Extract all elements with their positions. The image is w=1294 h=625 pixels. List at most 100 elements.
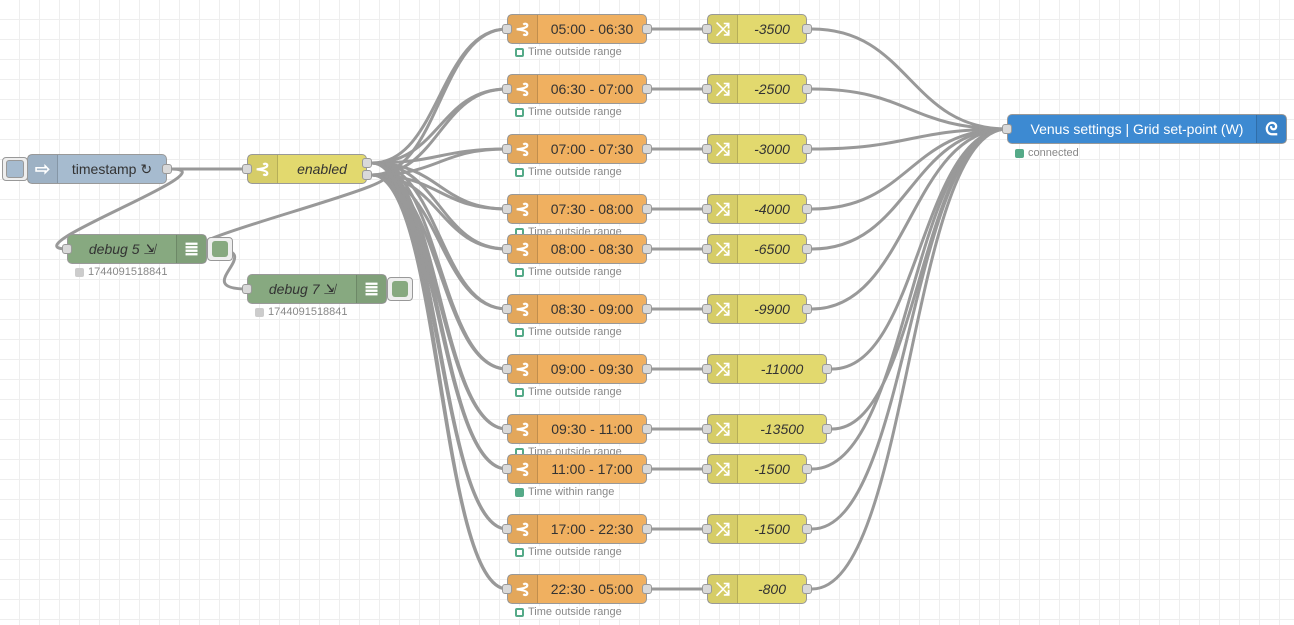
- time-switch-node[interactable]: ⊰ 11:00 - 17:00: [502, 454, 652, 484]
- input-port[interactable]: [702, 364, 712, 374]
- switch-icon: ⊰: [248, 155, 278, 183]
- change-node[interactable]: ⤨ -4000: [702, 194, 812, 224]
- output-port[interactable]: [822, 424, 832, 434]
- output-port[interactable]: [802, 24, 812, 34]
- wire[interactable]: [371, 27, 508, 165]
- switch-node-enabled[interactable]: ⊰ enabled: [242, 154, 372, 184]
- input-port[interactable]: [702, 84, 712, 94]
- change-node[interactable]: ⤨ -800: [702, 574, 812, 604]
- output-port[interactable]: [802, 204, 812, 214]
- input-port[interactable]: [702, 144, 712, 154]
- time-switch-node[interactable]: ⊰ 22:30 - 05:00: [502, 574, 652, 604]
- time-switch-node[interactable]: ⊰ 09:30 - 11:00: [502, 414, 652, 444]
- wire[interactable]: [811, 87, 1008, 131]
- input-port[interactable]: [502, 84, 512, 94]
- time-switch-node[interactable]: ⊰ 08:00 - 08:30: [502, 234, 652, 264]
- output-port[interactable]: [642, 524, 652, 534]
- input-port[interactable]: [502, 304, 512, 314]
- input-port[interactable]: [702, 304, 712, 314]
- input-port[interactable]: [702, 244, 712, 254]
- input-port[interactable]: [702, 524, 712, 534]
- output-port[interactable]: [642, 424, 652, 434]
- input-port[interactable]: [502, 424, 512, 434]
- wire[interactable]: [371, 27, 508, 177]
- shuffle-icon: ⤨: [708, 195, 738, 223]
- wire[interactable]: [811, 127, 1008, 211]
- wire[interactable]: [811, 127, 1008, 311]
- output-port-2[interactable]: [362, 170, 372, 180]
- wire[interactable]: [811, 127, 1008, 531]
- input-port[interactable]: [502, 464, 512, 474]
- time-switch-node[interactable]: ⊰ 17:00 - 22:30: [502, 514, 652, 544]
- change-node[interactable]: ⤨ -2500: [702, 74, 812, 104]
- wire[interactable]: [811, 127, 1008, 251]
- wire[interactable]: [55, 167, 184, 251]
- output-port[interactable]: [642, 84, 652, 94]
- output-port-1[interactable]: [362, 158, 372, 168]
- input-port[interactable]: [502, 244, 512, 254]
- change-node[interactable]: ⤨ -9900: [702, 294, 812, 324]
- output-port[interactable]: [802, 84, 812, 94]
- input-port[interactable]: [242, 164, 252, 174]
- wire[interactable]: [371, 173, 508, 471]
- input-port[interactable]: [502, 24, 512, 34]
- wire[interactable]: [371, 173, 508, 531]
- output-port[interactable]: [802, 244, 812, 254]
- change-node[interactable]: ⤨ -3000: [702, 134, 812, 164]
- time-switch-node[interactable]: ⊰ 08:30 - 09:00: [502, 294, 652, 324]
- time-switch-node[interactable]: ⊰ 09:00 - 09:30: [502, 354, 652, 384]
- output-port[interactable]: [802, 524, 812, 534]
- input-port[interactable]: [702, 424, 712, 434]
- wire[interactable]: [831, 127, 1008, 431]
- inject-trigger-button[interactable]: [2, 157, 28, 181]
- debug-node-5[interactable]: debug 5 ⇲ ≣: [62, 234, 207, 264]
- wire[interactable]: [811, 27, 1008, 131]
- input-port[interactable]: [1002, 124, 1012, 134]
- debug-7-toggle-button[interactable]: [387, 277, 413, 301]
- output-port[interactable]: [642, 584, 652, 594]
- input-port[interactable]: [502, 524, 512, 534]
- change-node[interactable]: ⤨ -11000: [702, 354, 832, 384]
- output-port[interactable]: [802, 584, 812, 594]
- inject-node-timestamp[interactable]: ⇨ timestamp ↻: [27, 154, 172, 184]
- input-port[interactable]: [702, 204, 712, 214]
- input-port[interactable]: [242, 284, 252, 294]
- change-node[interactable]: ⤨ -1500: [702, 514, 812, 544]
- input-port[interactable]: [502, 584, 512, 594]
- input-port[interactable]: [62, 244, 72, 254]
- wire[interactable]: [811, 127, 1008, 151]
- input-port[interactable]: [702, 24, 712, 34]
- output-port[interactable]: [802, 144, 812, 154]
- wire[interactable]: [811, 127, 1008, 591]
- time-switch-node[interactable]: ⊰ 05:00 - 06:30: [502, 14, 652, 44]
- output-port[interactable]: [802, 304, 812, 314]
- time-switch-node[interactable]: ⊰ 07:00 - 07:30: [502, 134, 652, 164]
- output-port[interactable]: [642, 304, 652, 314]
- debug-node-7[interactable]: debug 7 ⇲ ≣: [242, 274, 387, 304]
- input-port[interactable]: [502, 364, 512, 374]
- change-node[interactable]: ⤨ -1500: [702, 454, 812, 484]
- output-port[interactable]: [802, 464, 812, 474]
- input-port[interactable]: [702, 464, 712, 474]
- input-port[interactable]: [702, 584, 712, 594]
- victron-output-node[interactable]: Venus settings | Grid set-point (W) ᘓ: [1002, 114, 1287, 144]
- output-port[interactable]: [822, 364, 832, 374]
- output-port[interactable]: [642, 204, 652, 214]
- change-node[interactable]: ⤨ -6500: [702, 234, 812, 264]
- wire[interactable]: [831, 127, 1008, 371]
- wire[interactable]: [811, 127, 1008, 471]
- change-node[interactable]: ⤨ -3500: [702, 14, 812, 44]
- output-port[interactable]: [642, 464, 652, 474]
- output-port[interactable]: [162, 164, 172, 174]
- output-port[interactable]: [642, 244, 652, 254]
- output-port[interactable]: [642, 364, 652, 374]
- output-port[interactable]: [642, 24, 652, 34]
- input-port[interactable]: [502, 144, 512, 154]
- debug-5-toggle-button[interactable]: [207, 237, 233, 261]
- output-port[interactable]: [642, 144, 652, 154]
- time-switch-node[interactable]: ⊰ 07:30 - 08:00: [502, 194, 652, 224]
- time-switch-node[interactable]: ⊰ 06:30 - 07:00: [502, 74, 652, 104]
- wire[interactable]: [371, 173, 508, 591]
- change-node[interactable]: ⤨ -13500: [702, 414, 832, 444]
- input-port[interactable]: [502, 204, 512, 214]
